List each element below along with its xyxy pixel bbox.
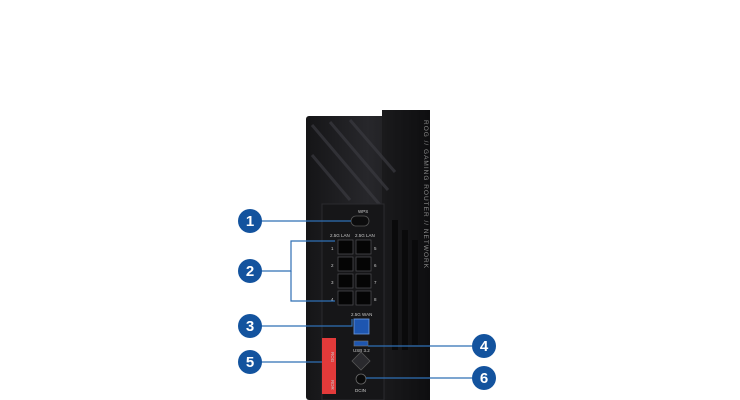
- dc-in-port: [355, 373, 367, 385]
- side-text: ROG // GAMING ROUTER // NETWORK: [422, 120, 429, 269]
- callout-marker: [238, 314, 262, 338]
- wan-port: [353, 318, 370, 335]
- leader-lines: [261, 220, 472, 379]
- callout-6: 6: [472, 366, 496, 390]
- lan-port: [337, 256, 354, 272]
- callout-number: 4: [480, 338, 489, 355]
- callout-number: 3: [246, 318, 254, 335]
- rating-sticker: ROG RDR: [322, 338, 336, 394]
- usb-label: USB 3.2: [353, 348, 370, 353]
- lan-port-number: 6: [374, 263, 377, 268]
- sticker-text: RDR: [330, 380, 335, 390]
- lan-port: [355, 256, 372, 272]
- lan-port-number: 4: [331, 297, 334, 302]
- wps-label: WPS: [358, 209, 368, 214]
- lan-port-number: 8: [374, 297, 377, 302]
- callout-marker: [238, 350, 262, 374]
- callout-number: 1: [246, 213, 254, 230]
- lan-port-number: 5: [374, 246, 377, 251]
- wps-button: [350, 215, 370, 227]
- lan-port: [337, 273, 354, 289]
- lan-port: [337, 239, 354, 255]
- power-button: [351, 351, 371, 371]
- callout-marker: [238, 209, 262, 233]
- callout-4: 4: [472, 334, 496, 358]
- side-vents: [392, 220, 418, 350]
- lan-port-number: 7: [374, 280, 377, 285]
- lan-ports: [337, 239, 372, 306]
- lan-port-number: 2: [331, 263, 334, 268]
- body-texture: [310, 119, 397, 206]
- lan-port: [337, 290, 354, 306]
- callout-marker: [238, 259, 262, 283]
- lan-group-label-right: 2.5G LAN: [355, 233, 375, 238]
- lan-port: [355, 273, 372, 289]
- usb-port: [353, 340, 369, 347]
- lan-port-number: 3: [331, 280, 334, 285]
- sticker-text: ROG: [330, 352, 335, 363]
- callout-3: 3: [238, 314, 262, 338]
- callout-number: 5: [246, 354, 254, 371]
- callout-marker: [472, 334, 496, 358]
- callout-5: 5: [238, 350, 262, 374]
- leader-line-2b: [290, 271, 335, 302]
- lan-port: [355, 239, 372, 255]
- lan-group-label-left: 2.5G LAN: [330, 233, 350, 238]
- callout-2: 2: [238, 259, 262, 283]
- port-panel: WPS 2.5G LAN 2.5G LAN 1 5 2 6 3 7 4 8 2.…: [321, 203, 385, 400]
- callout-number: 2: [246, 263, 254, 280]
- lan-port: [355, 290, 372, 306]
- leader-line-2a: [261, 240, 335, 272]
- callout-number: 6: [480, 370, 488, 387]
- dcin-label: DCIN: [355, 388, 366, 393]
- callout-1: 1: [238, 209, 262, 233]
- callout-marker: [472, 366, 496, 390]
- lan-port-number: 1: [331, 246, 334, 251]
- wan-label: 2.5G WAN: [351, 312, 372, 317]
- leader-line-3: [261, 319, 353, 327]
